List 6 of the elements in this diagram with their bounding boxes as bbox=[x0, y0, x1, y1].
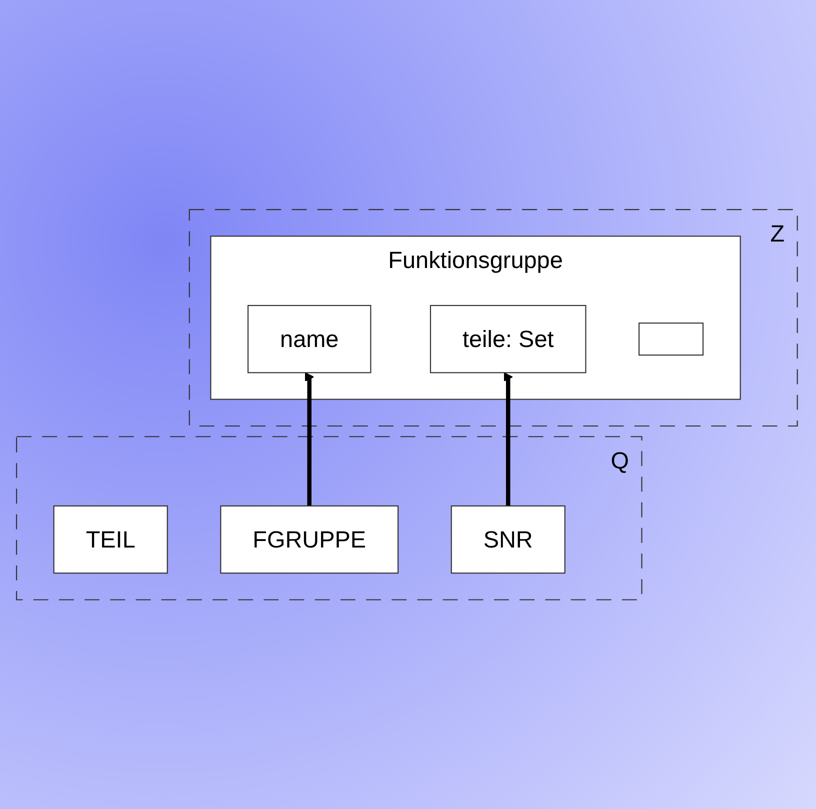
node-box: teile: Set bbox=[430, 304, 586, 374]
node-box: name bbox=[248, 304, 372, 374]
node-box: FGRUPPE bbox=[220, 505, 399, 574]
node-box bbox=[638, 322, 704, 356]
node-box: SNR bbox=[450, 505, 566, 574]
node-box: TEIL bbox=[53, 505, 168, 574]
